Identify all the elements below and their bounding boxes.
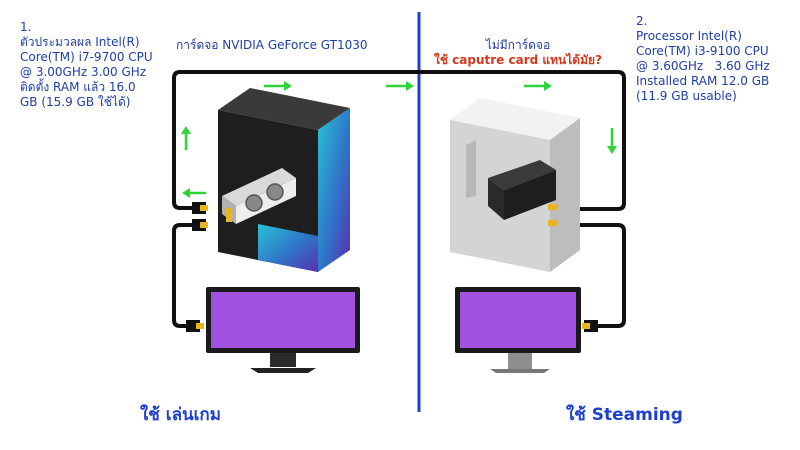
streaming-pc-specs: 2. Processor Intel(R) Core(TM) i3-9100 C… (636, 14, 770, 103)
gaming-role-label: ใช้ เล่นเกม (140, 405, 221, 425)
monitor-icon (455, 287, 581, 373)
no-gpu-note: ไม่มีการ์ดจอ ใช้ caputre card แทนได้มัย? (432, 38, 604, 68)
flow-arrow-icon (181, 81, 617, 198)
gpu-label: การ์ดจอ NVIDIA GeForce GT1030 (176, 38, 368, 52)
cable-left-monitor (172, 223, 206, 328)
capture-card-icon (488, 160, 558, 226)
no-gpu-label: ไม่มีการ์ดจอ (485, 38, 551, 52)
gaming-pc-specs: 1. ตัวประมวลผล Intel(R) Core(TM) i7-9700… (20, 20, 153, 109)
cable-right-monitor (572, 223, 626, 328)
connector-left-monitor (186, 320, 204, 332)
cable-top-loop (172, 70, 626, 211)
connector-left-bottom (192, 219, 208, 231)
gaming-pc-icon (218, 88, 350, 272)
connector-left-top (192, 202, 208, 214)
connector-right-monitor (582, 320, 598, 332)
graphics-card-icon (222, 168, 296, 224)
streaming-role-label: ใช้ Steaming (566, 405, 683, 425)
capture-card-question: ใช้ caputre card แทนได้มัย? (434, 53, 602, 67)
monitor-icon (206, 287, 360, 373)
